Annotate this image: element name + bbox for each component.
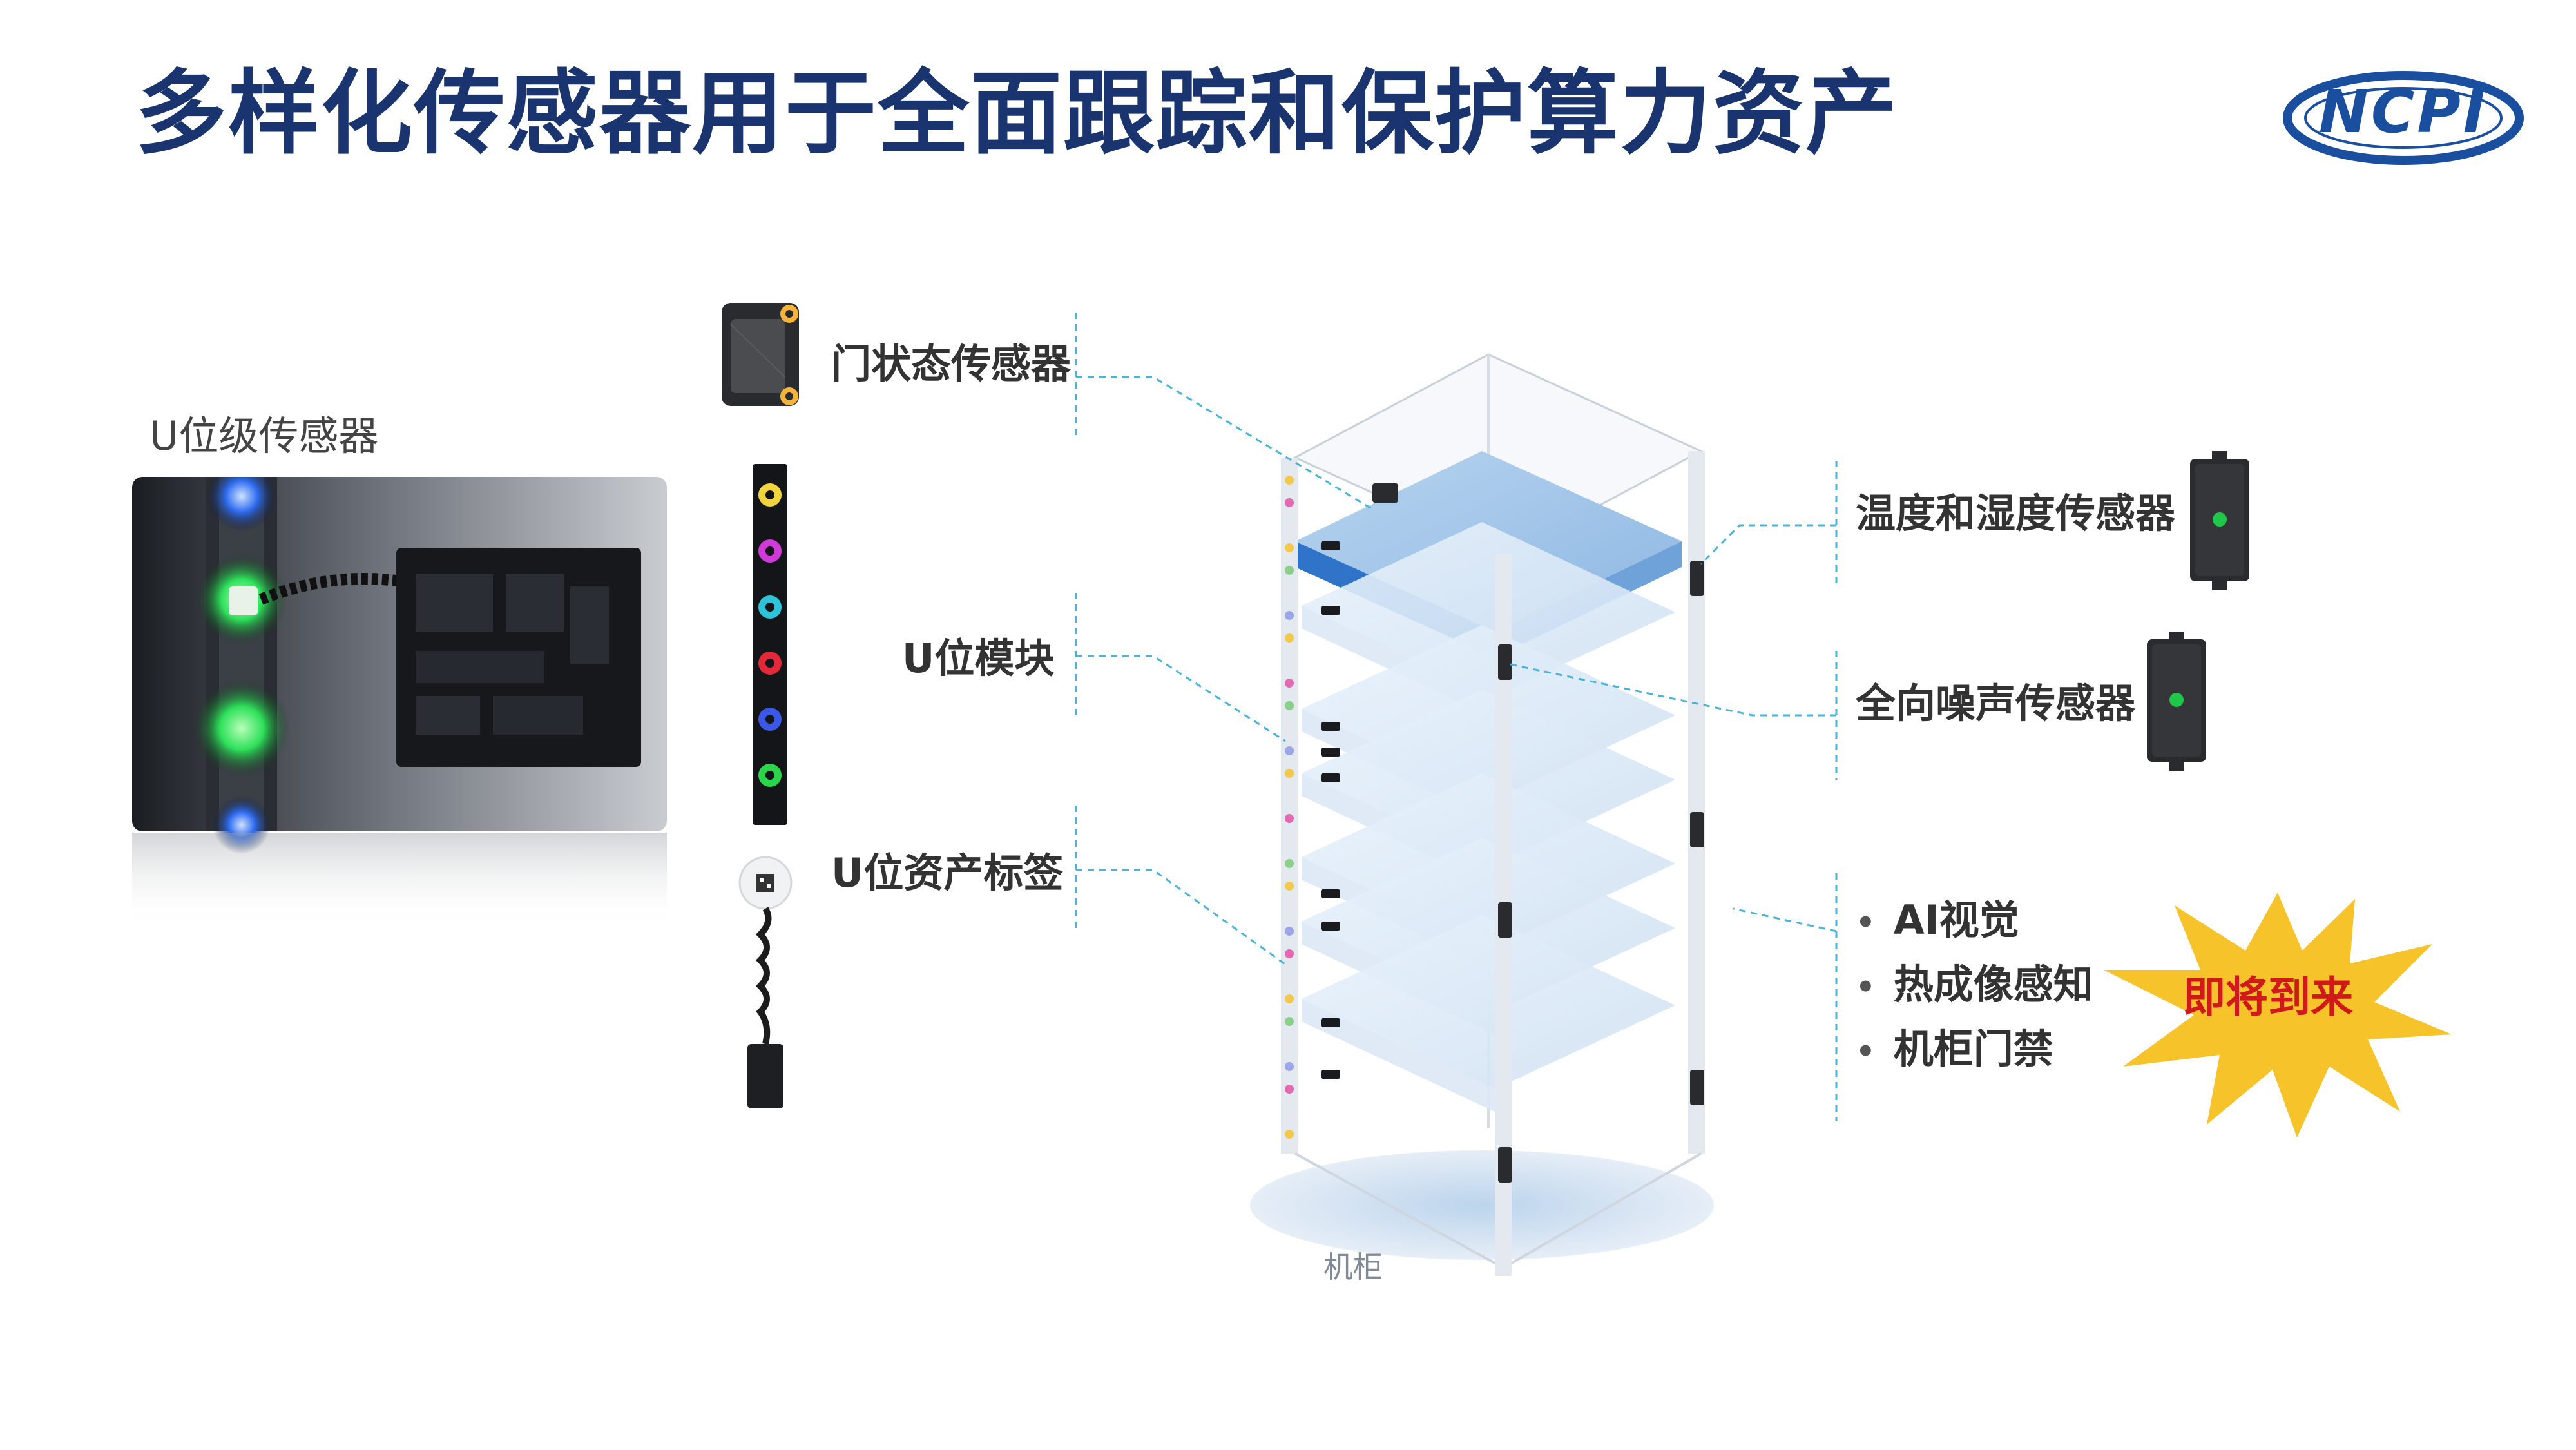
- door-sensor-device: [722, 303, 799, 406]
- noise-sensor-label: 全向噪声传感器: [1856, 680, 2136, 727]
- door-sensor-label: 门状态传感器: [831, 340, 1072, 387]
- u-module-strip: [753, 464, 787, 825]
- rack-illustration: [1250, 353, 1714, 1276]
- coming-soon-list: AI视觉 热成像感知 机柜门禁: [1856, 889, 2093, 1083]
- coming-soon-item: 热成像感知: [1856, 954, 2093, 1018]
- u-level-sensor-label: U位级传感器: [149, 412, 379, 459]
- coming-soon-item: 机柜门禁: [1856, 1018, 2093, 1083]
- u-asset-tag-device: [738, 856, 793, 1108]
- u-asset-tag-label: U位资产标签: [831, 849, 1064, 896]
- ncpi-logo: [2283, 71, 2524, 165]
- u-module-label: U位模块: [902, 635, 1055, 682]
- u-level-sensor-photo: [132, 477, 667, 928]
- page-title: 多样化传感器用于全面跟踪和保护算力资产: [135, 61, 1898, 167]
- temp-humidity-device: [2190, 451, 2249, 590]
- temp-humidity-label: 温度和湿度传感器: [1856, 490, 2176, 537]
- coming-soon-burst: [2104, 893, 2452, 1137]
- rack-caption: 机柜: [1323, 1250, 1383, 1284]
- coming-soon-badge-text: 即将到来: [2183, 972, 2353, 1022]
- noise-sensor-device: [2147, 632, 2206, 771]
- coming-soon-item: AI视觉: [1856, 889, 2093, 954]
- logo-text: NCPI: [2318, 77, 2488, 146]
